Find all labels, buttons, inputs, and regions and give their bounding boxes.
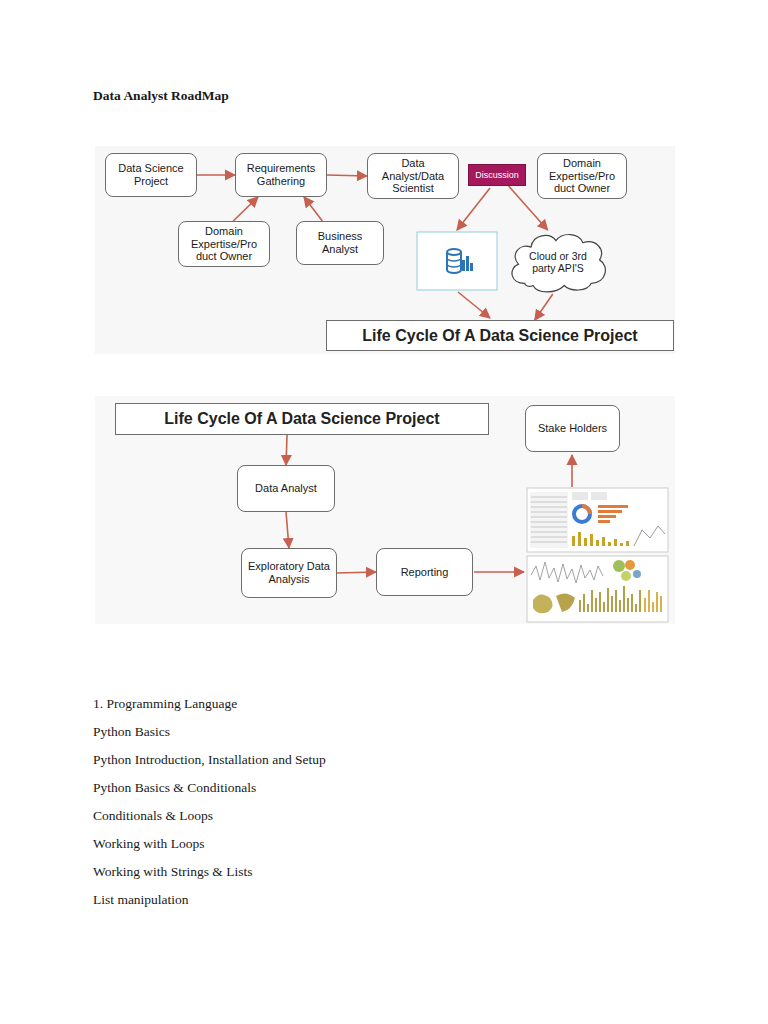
node-label: Life Cycle Of A Data Science Project [362,327,637,345]
flow-arrow [304,197,322,221]
process-box: Reporting [376,548,473,596]
page-title: Data Analyst RoadMap [93,88,229,104]
list-item: Python Introduction, Installation and Se… [93,752,326,768]
diagram-ground [95,396,675,624]
database-icon [417,232,497,290]
flow-arrow [474,571,524,573]
cloud-shape: Cloud or 3rd party API'S [506,230,610,294]
node-text-group: Stake Holders [538,422,607,435]
process-box: Data Analyst [237,465,335,512]
dashboard-image [527,556,668,622]
node-text-group: Data Analyst/Data Scientist [373,157,453,195]
flow-arrow [535,294,553,320]
process-box: Data Science Project [105,153,197,197]
process-box: Data Analyst/Data Scientist [367,153,459,199]
node-text-group: Exploratory Data Analysis [247,560,331,585]
diagram-ground [95,146,675,354]
node-label: Domain Expertise/Pro duct Owner [543,157,621,195]
process-box: Exploratory Data Analysis [241,548,337,598]
node-text-group: Domain Expertise/Pro duct Owner [543,157,621,195]
node-label: Cloud or 3rd party API'S [520,250,596,274]
node-text-group: Life Cycle Of A Data Science Project [362,327,637,345]
discussion-tag: Discussion [468,164,526,186]
node-text-group: Business Analyst [302,230,378,255]
node-label: Stake Holders [538,422,607,435]
list-item: Working with Strings & Lists [93,864,252,880]
process-box: Business Analyst [296,221,384,265]
list-item: Working with Loops [93,836,204,852]
flow-arrow [327,175,367,176]
node-text-group: Data Science Project [111,162,191,187]
node-text-group: Life Cycle Of A Data Science Project [164,410,439,428]
node-label: Business Analyst [302,230,378,255]
process-box: Stake Holders [525,405,620,452]
list-item: List manipulation [93,892,189,908]
list-item: 1. Programming Language [93,696,237,712]
process-box: Domain Expertise/Pro duct Owner [537,153,627,199]
flow-arrow [197,174,235,176]
flow-arrow [457,188,490,230]
process-box: Requirements Gathering [235,153,327,197]
node-label: Discussion [475,170,519,180]
dashboard-image [527,488,668,552]
node-text-group: Discussion [475,170,519,180]
node-text-group: Requirements Gathering [241,162,321,187]
node-label: Domain Expertise/Pro duct Owner [184,225,264,263]
node-label: Reporting [401,566,449,579]
node-text-group: Domain Expertise/Pro duct Owner [184,225,264,263]
node-label: Exploratory Data Analysis [247,560,331,585]
flow-arrow [233,197,258,221]
node-label: Data Science Project [111,162,191,187]
node-label: Data Analyst/Data Scientist [373,157,453,195]
flow-arrow [571,455,573,487]
title-box: Life Cycle Of A Data Science Project [115,403,489,435]
list-item: Conditionals & Loops [93,808,213,824]
process-box: Domain Expertise/Pro duct Owner [178,221,270,267]
flow-arrow [337,572,376,573]
node-text-group: Cloud or 3rd party API'S [520,250,596,274]
list-item: Python Basics [93,724,170,740]
flow-arrow [458,292,490,318]
flow-arrow [286,512,289,548]
title-box: Life Cycle Of A Data Science Project [326,320,674,351]
node-text-group: Reporting [401,566,449,579]
node-label: Requirements Gathering [241,162,321,187]
node-label: Data Analyst [255,482,317,495]
node-label: Life Cycle Of A Data Science Project [164,410,439,428]
list-item: Python Basics & Conditionals [93,780,256,796]
node-text-group: Data Analyst [255,482,317,495]
flow-arrow [286,435,287,465]
